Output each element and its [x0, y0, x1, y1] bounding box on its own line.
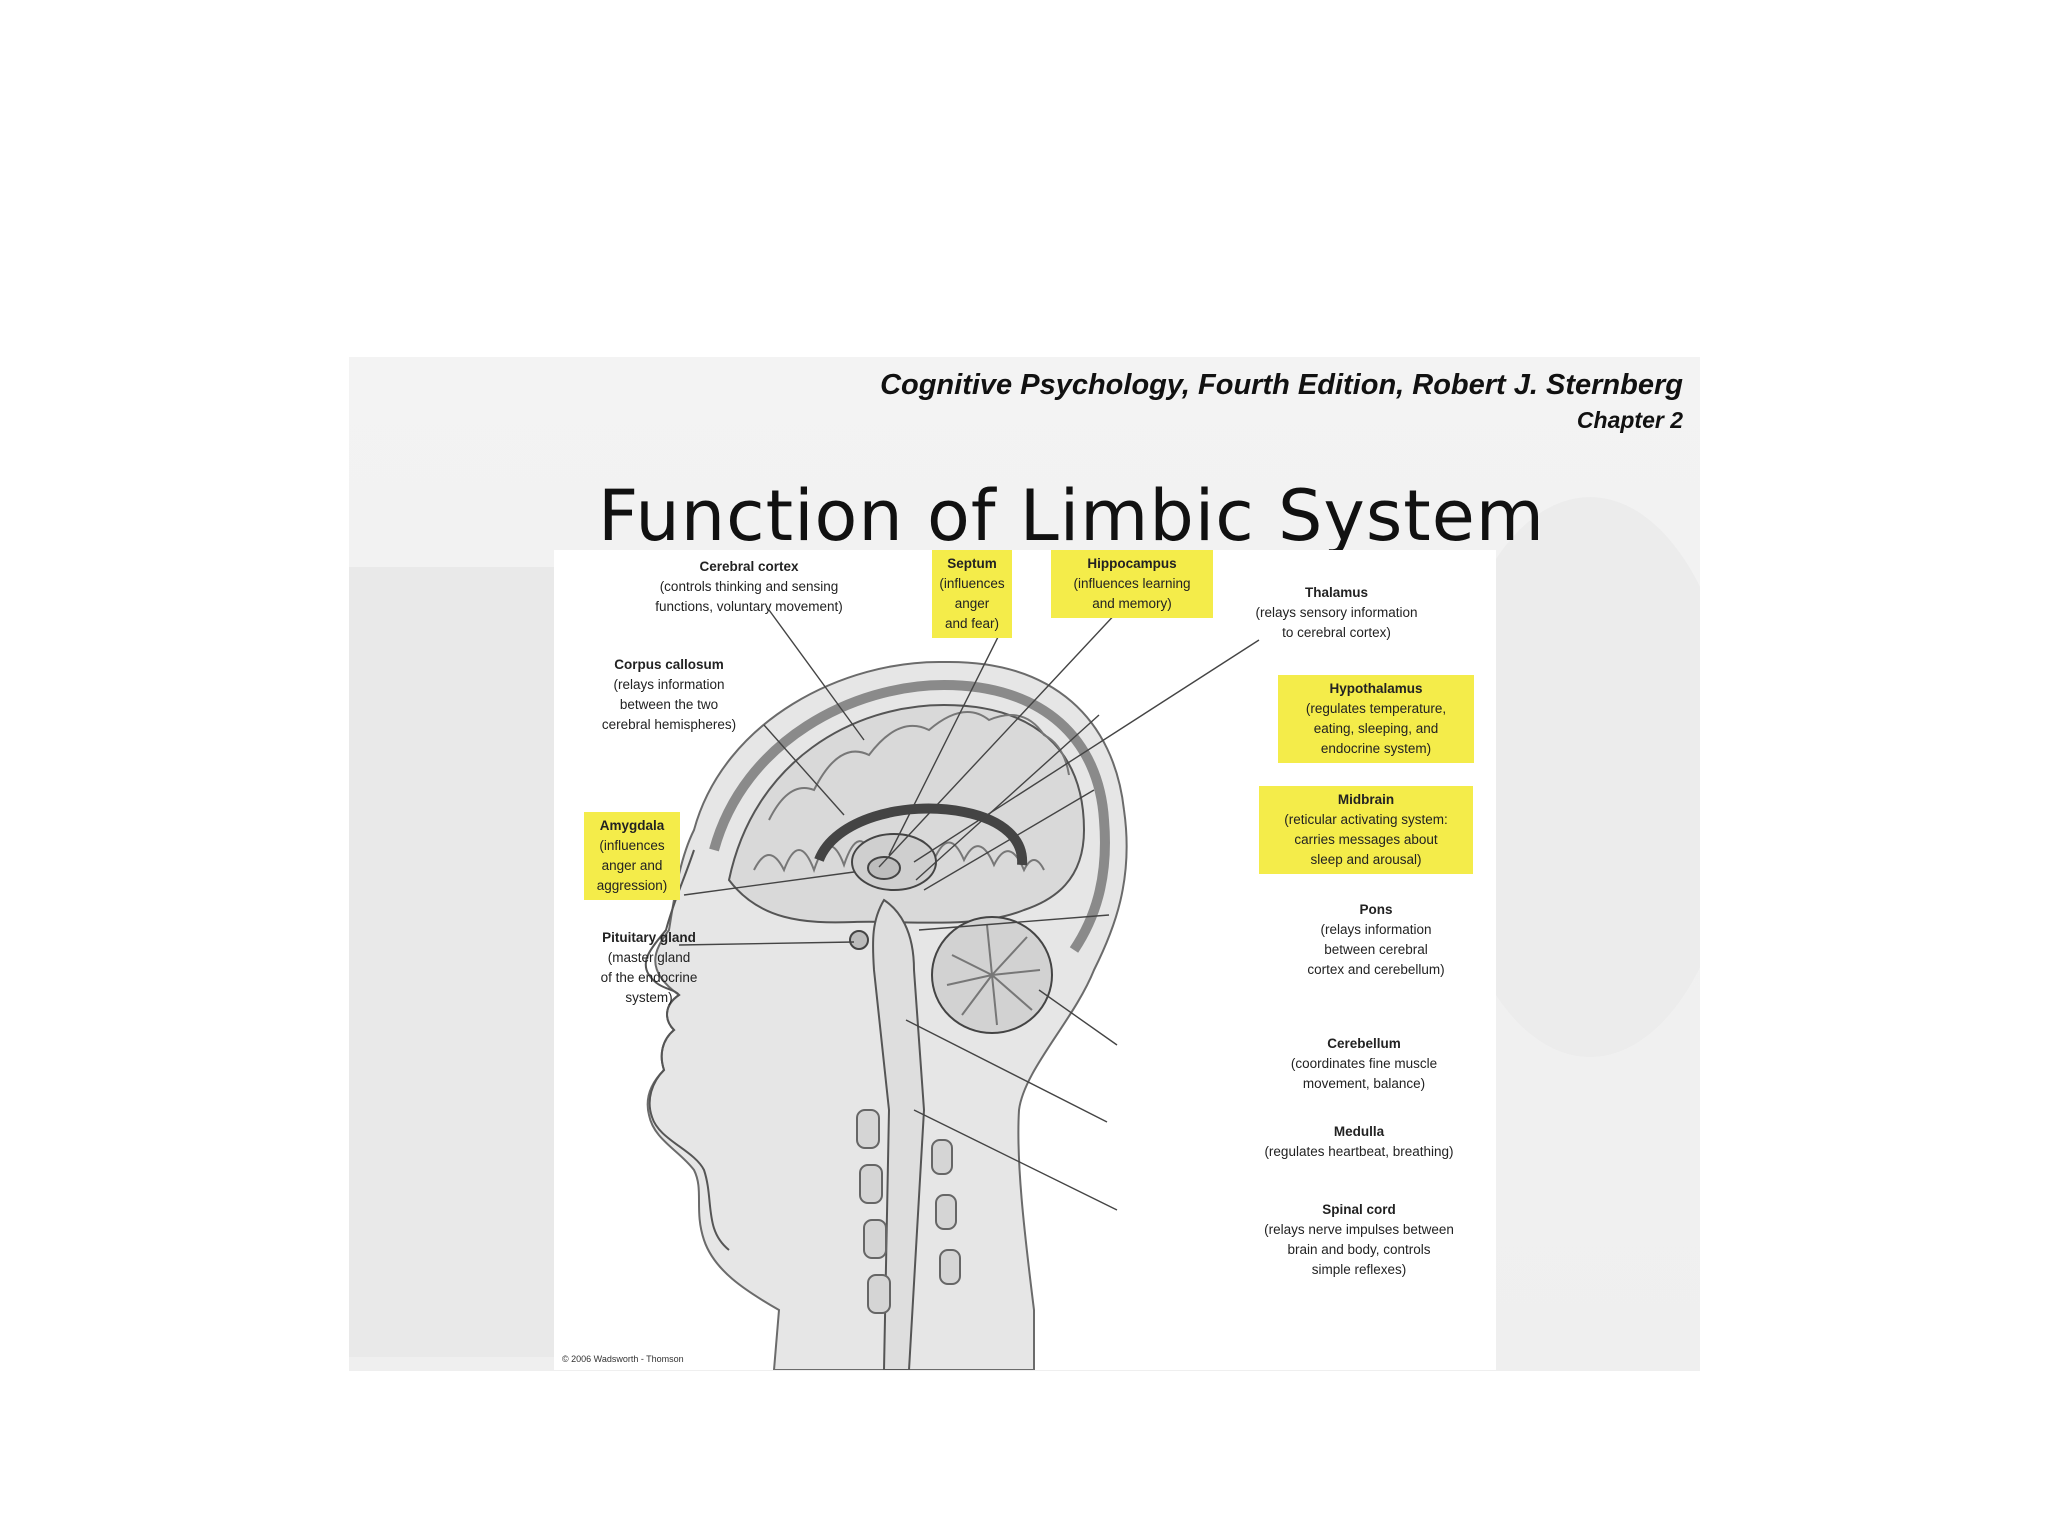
chapter-label: Chapter 2 — [1576, 407, 1683, 433]
label-name: Midbrain — [1337, 792, 1395, 807]
label-hypothalamus: Hypothalamus (regulates temperature, eat… — [1278, 675, 1474, 763]
label-name: Pons — [1359, 902, 1393, 917]
book-citation: Cognitive Psychology, Fourth Edition, Ro… — [880, 369, 1683, 401]
label-name: Amygdala — [599, 818, 665, 833]
label-pituitary-gland: Pituitary gland (master gland of the end… — [574, 928, 724, 1008]
slide: Cognitive Psychology, Fourth Edition, Ro… — [349, 357, 1700, 1371]
slide-title: Function of Limbic System — [598, 475, 1545, 557]
label-amygdala: Amygdala (influences anger and aggressio… — [584, 812, 680, 900]
label-hippocampus: Hippocampus (influences learning and mem… — [1051, 550, 1213, 618]
label-name: Hippocampus — [1087, 556, 1177, 571]
label-corpus-callosum: Corpus callosum (relays information betw… — [574, 655, 764, 735]
copyright-notice: © 2006 Wadsworth - Thomson — [562, 1354, 684, 1364]
label-name: Medulla — [1333, 1124, 1385, 1139]
cerebellum-arbor — [946, 924, 1041, 1026]
label-desc: (master gland of the endocrine system) — [600, 950, 698, 1005]
label-name: Corpus callosum — [614, 657, 724, 672]
hippocampus-shape — [867, 856, 901, 880]
brainstem — [872, 898, 926, 1370]
pituitary-shape — [849, 930, 869, 950]
label-name: Cerebral cortex — [699, 559, 799, 574]
label-name: Septum — [947, 556, 997, 571]
label-desc: (relays sensory information to cerebral … — [1255, 605, 1418, 640]
label-desc: (regulates temperature, eating, sleeping… — [1305, 701, 1447, 756]
skull — [709, 679, 1110, 953]
label-septum: Septum (influences anger and fear) — [932, 550, 1012, 638]
label-name: Hypothalamus — [1329, 681, 1423, 696]
label-medulla: Medulla (regulates heartbeat, breathing) — [1224, 1122, 1494, 1162]
label-desc: (influences anger and aggression) — [596, 838, 668, 893]
label-desc: (relays information between cerebral cor… — [1307, 922, 1445, 977]
label-desc: (regulates heartbeat, breathing) — [1264, 1144, 1454, 1159]
label-desc: (relays nerve impulses between brain and… — [1264, 1222, 1454, 1277]
label-name: Cerebellum — [1327, 1036, 1401, 1051]
label-thalamus: Thalamus (relays sensory information to … — [1224, 583, 1449, 643]
brain-illustration — [644, 594, 1260, 1370]
label-desc: (influences learning and memory) — [1073, 576, 1191, 611]
gyri-upper — [768, 711, 1070, 821]
label-desc: (reticular activating system: carries me… — [1284, 812, 1448, 867]
label-desc: (relays information between the two cere… — [601, 677, 737, 732]
label-cerebral-cortex: Cerebral cortex (controls thinking and s… — [614, 557, 884, 617]
label-cerebellum: Cerebellum (coordinates fine muscle move… — [1254, 1034, 1474, 1094]
label-pons: Pons (relays information between cerebra… — [1281, 900, 1471, 980]
face-profile — [644, 849, 730, 1251]
vertebrae — [856, 1109, 961, 1314]
brain-diagram: Cerebral cortex (controls thinking and s… — [554, 550, 1496, 1370]
label-desc: (influences anger and fear) — [939, 576, 1005, 631]
label-midbrain: Midbrain (reticular activating system: c… — [1259, 786, 1473, 874]
label-name: Spinal cord — [1322, 1202, 1396, 1217]
leader-lines — [678, 594, 1260, 1211]
label-name: Thalamus — [1304, 585, 1369, 600]
corpus-callosum-arc — [814, 803, 1028, 866]
background-band — [349, 567, 589, 1357]
label-name: Pituitary gland — [602, 930, 696, 945]
label-desc: (coordinates fine muscle movement, balan… — [1290, 1056, 1438, 1091]
label-desc: (controls thinking and sensing functions… — [655, 579, 843, 614]
label-spinal-cord: Spinal cord (relays nerve impulses betwe… — [1224, 1200, 1494, 1280]
